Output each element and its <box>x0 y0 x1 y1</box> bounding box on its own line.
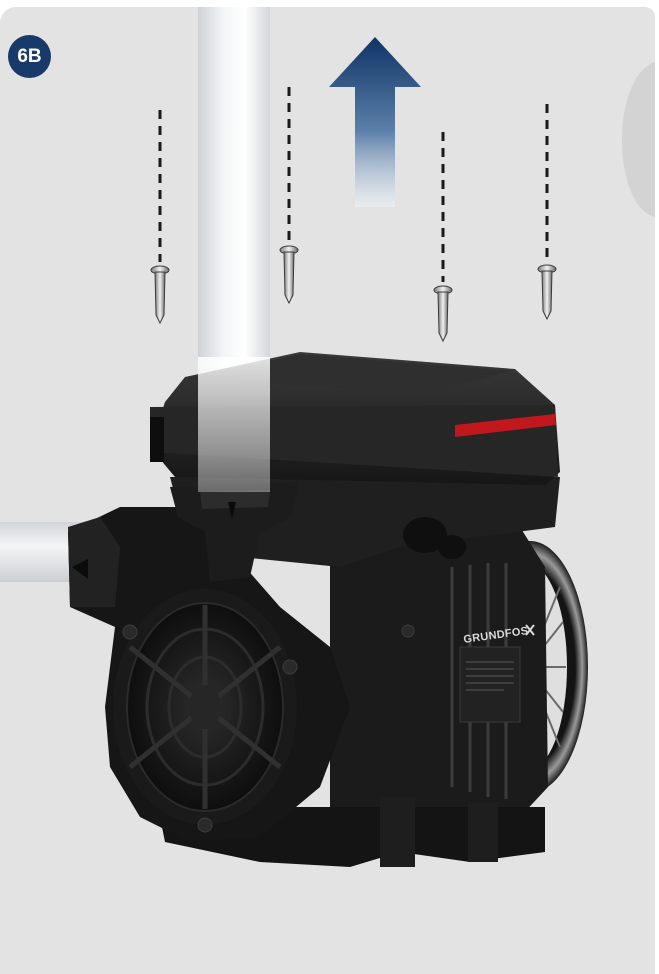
arrow-up-icon <box>329 37 421 207</box>
pump-illustration: GRUNDFOS <box>0 7 655 867</box>
accent-stripe <box>455 414 556 437</box>
screw-icon <box>150 265 170 325</box>
illustration-panel: 6B <box>0 7 655 974</box>
screw-guides <box>158 87 549 282</box>
step-badge: 6B <box>8 35 51 78</box>
vertical-pipe-overlay <box>198 357 270 492</box>
screw-icon <box>537 264 557 321</box>
brand-x-icon <box>525 624 535 636</box>
screw-icon <box>279 245 299 305</box>
background-round-shape <box>621 62 655 217</box>
pump-body: GRUNDFOS <box>68 352 588 867</box>
screw-icon <box>433 285 453 343</box>
